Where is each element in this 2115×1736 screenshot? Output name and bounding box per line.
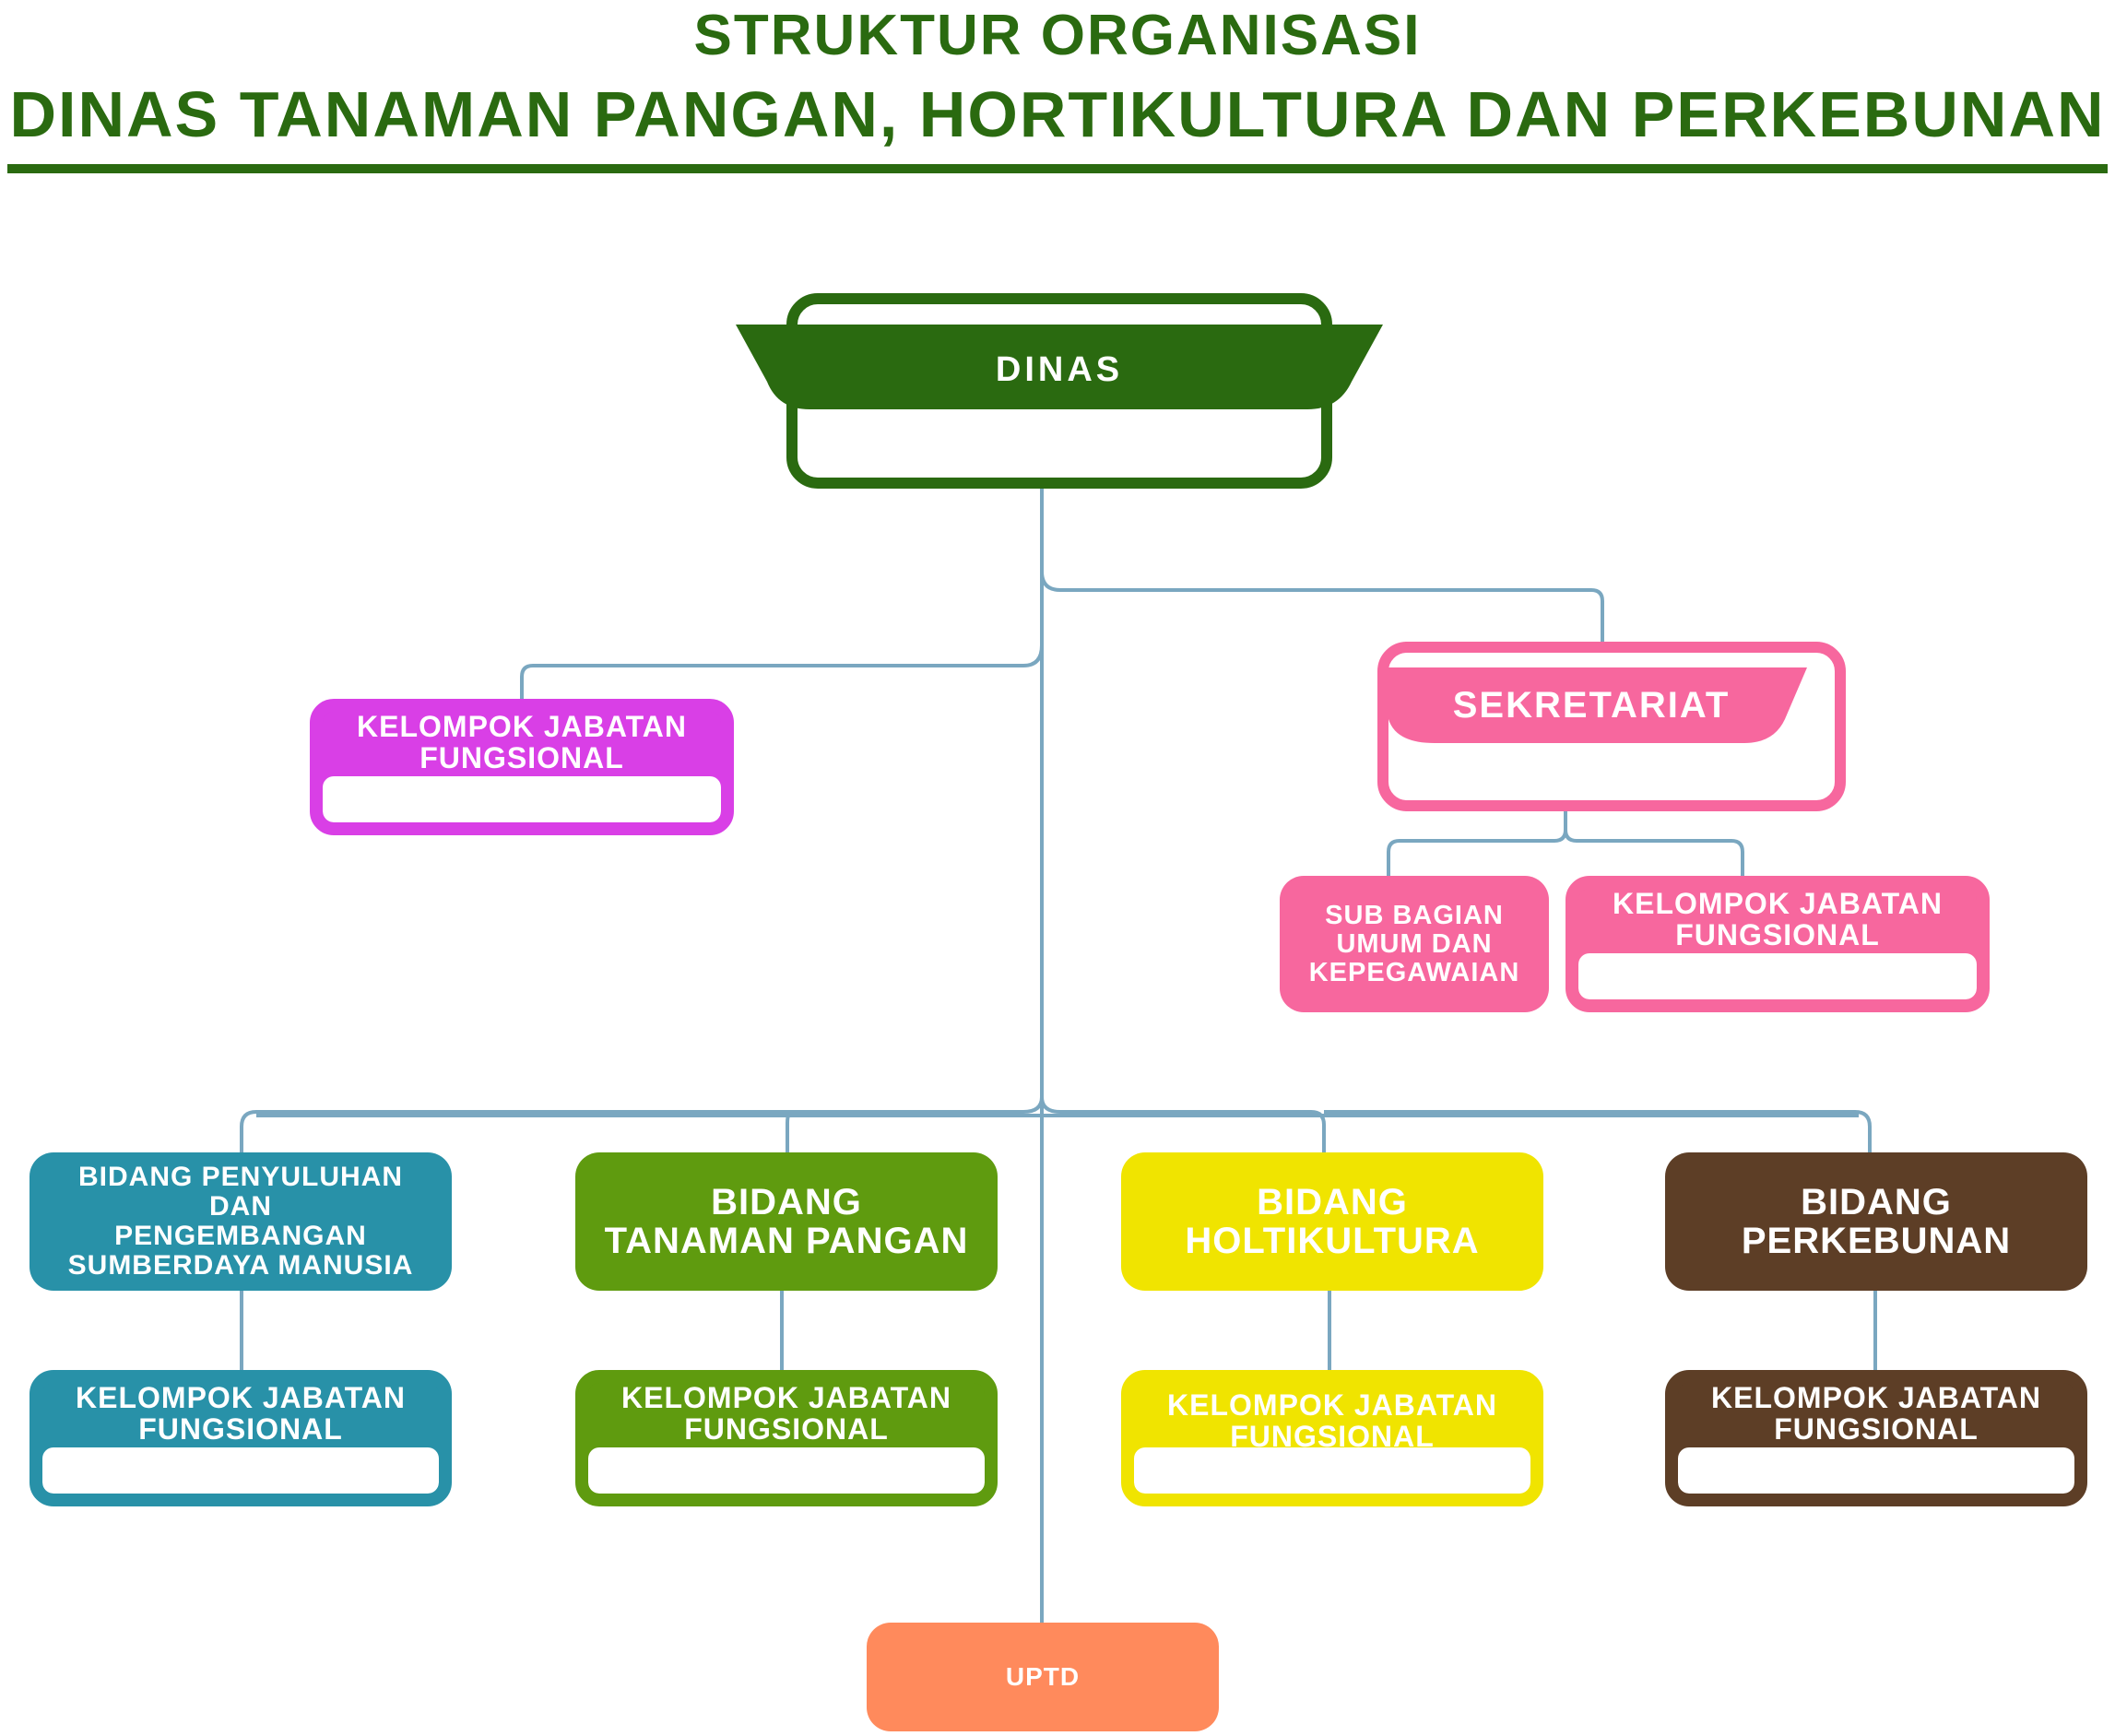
sekretariat-label: SEKRETARIAT	[1452, 684, 1731, 726]
connector-sek-children	[1387, 811, 1744, 876]
bidang-holtikultura-box: BIDANG HOLTIKULTURA	[1121, 1152, 1543, 1291]
connector-bidang-bus	[256, 1047, 1859, 1117]
bidang-perkebunan-label-line1: BIDANG	[1801, 1182, 1952, 1222]
uptd-box: UPTD	[867, 1623, 1219, 1731]
kjf-tanaman-pangan-label-line2: FUNGSIONAL	[684, 1412, 889, 1446]
dinas-banner	[736, 325, 1383, 409]
bidang-penyuluhan-label-line1: BIDANG PENYULUHAN DAN	[77, 1162, 403, 1222]
kjf-sekretariat-box: KELOMPOK JABATAN FUNGSIONAL	[1566, 876, 1990, 1012]
bidang-tanaman-pangan-label-line2: TANAMAN PANGAN	[604, 1221, 969, 1261]
dinas-label: DINAS	[995, 349, 1124, 389]
kjf-dinas-box: KELOMPOK JABATAN FUNGSIONAL	[310, 699, 734, 835]
kjf-holtikultura-label-line1: KELOMPOK JABATAN	[1167, 1388, 1497, 1422]
bidang-holtikultura-label-line2: HOLTIKULTURA	[1185, 1221, 1480, 1261]
kjf-dinas-panel	[323, 776, 721, 822]
sub-bagian-label-line1: SUB BAGIAN	[1325, 900, 1504, 930]
kjf-penyuluhan-panel	[42, 1447, 439, 1494]
kjf-holtikultura-label-line2: FUNGSIONAL	[1230, 1420, 1435, 1453]
connector-bidang-perkebunan	[1324, 1110, 1872, 1152]
chart-title: STRUKTUR ORGANISASI	[693, 4, 1422, 67]
kjf-sekretariat-label-line2: FUNGSIONAL	[1675, 918, 1880, 951]
kjf-dinas-label-line2: FUNGSIONAL	[419, 741, 624, 774]
kjf-dinas-label-line1: KELOMPOK JABATAN	[357, 710, 687, 743]
kjf-tanaman-pangan-panel	[588, 1447, 985, 1494]
sub-bagian-label-line2: UMUM DAN	[1336, 928, 1493, 959]
kjf-sekretariat-label-line1: KELOMPOK JABATAN	[1613, 887, 1943, 920]
sub-bagian-box: SUB BAGIAN UMUM DAN KEPEGAWAIAN	[1280, 876, 1549, 1012]
bidang-tanaman-pangan-box: BIDANG TANAMAN PANGAN	[575, 1152, 998, 1291]
bidang-penyuluhan-box: BIDANG PENYULUHAN DAN PENGEMBANGAN SUMBE…	[30, 1152, 452, 1291]
kjf-holtikultura-box: KELOMPOK JABATAN FUNGSIONAL	[1121, 1370, 1543, 1506]
connector-bidang-penyuluhan	[240, 1096, 1044, 1152]
connector-bidang-tp	[786, 1110, 794, 1152]
kjf-perkebunan-panel	[1678, 1447, 2074, 1494]
chart-subtitle: DINAS TANAMAN PANGAN, HORTIKULTURA DAN P…	[9, 78, 2106, 150]
bidang-perkebunan-label-line2: PERKEBUNAN	[1741, 1221, 2012, 1261]
kjf-penyuluhan-label-line2: FUNGSIONAL	[138, 1412, 343, 1446]
connector-bidang-holti	[1040, 1096, 1326, 1152]
kjf-tanaman-pangan-box: KELOMPOK JABATAN FUNGSIONAL	[575, 1370, 998, 1506]
bidang-holtikultura-label-line1: BIDANG	[1257, 1182, 1408, 1222]
kjf-tanaman-pangan-label-line1: KELOMPOK JABATAN	[621, 1381, 951, 1414]
kjf-penyuluhan-label-line1: KELOMPOK JABATAN	[76, 1381, 406, 1414]
kjf-penyuluhan-box: KELOMPOK JABATAN FUNGSIONAL	[30, 1370, 452, 1506]
bidang-penyuluhan-label-line2: PENGEMBANGAN	[114, 1221, 367, 1251]
kjf-perkebunan-label-line2: FUNGSIONAL	[1774, 1412, 1979, 1446]
connector-sekretariat	[1040, 571, 1604, 642]
connector-kjf-dinas	[520, 644, 1044, 699]
title-underline	[7, 164, 2108, 173]
bidang-penyuluhan-label-line3: SUMBERDAYA MANUSIA	[67, 1250, 414, 1281]
kjf-sekretariat-panel	[1578, 953, 1977, 999]
sekretariat-banner	[1388, 667, 1807, 743]
uptd-label: UPTD	[1005, 1662, 1081, 1691]
kjf-holtikultura-panel	[1134, 1447, 1530, 1494]
sub-bagian-label-line3: KEPEGAWAIAN	[1308, 957, 1520, 987]
bidang-tanaman-pangan-label-line1: BIDANG	[711, 1182, 862, 1222]
bidang-perkebunan-box: BIDANG PERKEBUNAN	[1665, 1152, 2087, 1291]
kjf-perkebunan-box: KELOMPOK JABATAN FUNGSIONAL	[1665, 1370, 2087, 1506]
kjf-perkebunan-label-line1: KELOMPOK JABATAN	[1711, 1381, 2041, 1414]
